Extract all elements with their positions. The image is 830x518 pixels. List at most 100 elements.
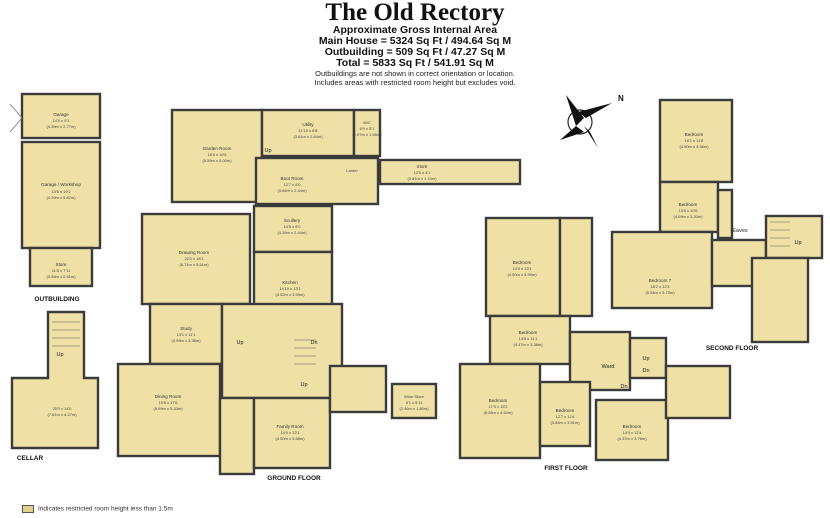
first-bath-right	[664, 364, 732, 420]
svg-text:14'4 x 12'4: 14'4 x 12'4	[622, 430, 642, 435]
svg-text:(4.50m x 3.99m): (4.50m x 3.99m)	[507, 272, 537, 277]
first-bedroom-top	[484, 216, 562, 318]
svg-text:Dn: Dn	[310, 340, 317, 346]
svg-text:18'4 x 16'5: 18'4 x 16'5	[207, 152, 227, 157]
first-landing-top	[558, 216, 594, 318]
svg-text:(3.61m x 2.64m): (3.61m x 2.64m)	[293, 134, 323, 139]
first-bedroom-mid-label: Bedroom	[519, 330, 538, 335]
compass-rose: N	[560, 94, 624, 148]
svg-text:14'9 x 12'1: 14'9 x 12'1	[280, 430, 300, 435]
dining-room	[116, 362, 222, 458]
second-floor-plan: Bedroom 16'1 x 11'8 (4.90m x 3.56m) Bedr…	[610, 98, 824, 352]
page-title: The Old Rectory	[325, 0, 505, 26]
second-stair-area	[764, 214, 824, 260]
dining-room-label: Dining Room	[155, 394, 182, 399]
garden-room	[170, 108, 264, 204]
first-bath	[628, 336, 668, 380]
ground-floor-label: GROUND FLOOR	[267, 475, 321, 482]
svg-text:(7.61m x 4.27m): (7.61m x 4.27m)	[47, 412, 77, 417]
utility-label: Utility	[302, 122, 314, 127]
cellar-room	[10, 310, 100, 450]
garden-room-label: Garden Room	[203, 146, 232, 151]
svg-text:(5.26m x 4.62m): (5.26m x 4.62m)	[483, 410, 513, 415]
restricted-height-swatch	[22, 505, 34, 513]
svg-text:14'5 x 9'1: 14'5 x 9'1	[53, 118, 71, 123]
svg-text:(2.46m x 1.80m): (2.46m x 1.80m)	[399, 406, 429, 411]
compass-north-label: N	[618, 94, 624, 103]
svg-text:17'3 x 15'2: 17'3 x 15'2	[488, 404, 508, 409]
first-floor-label: FIRST FLOOR	[544, 465, 588, 472]
svg-text:6'9 x 5'1: 6'9 x 5'1	[360, 126, 375, 131]
drawing-room	[140, 212, 252, 306]
svg-text:Dn: Dn	[620, 384, 627, 390]
svg-text:Up: Up	[264, 148, 271, 154]
family-room-label: Family Room	[276, 424, 303, 429]
entrance-hall	[218, 396, 256, 476]
ground-store-room	[378, 158, 522, 186]
svg-text:Ward: Ward	[602, 364, 615, 370]
scullery-label: Scullery	[284, 218, 301, 223]
first-bedroom-right-label: Bedroom	[623, 424, 642, 429]
garage-room	[20, 92, 102, 140]
svg-text:Up: Up	[794, 240, 801, 246]
svg-text:12'7 x 11'6: 12'7 x 11'6	[556, 414, 576, 419]
svg-text:12'6 x 4'1: 12'6 x 4'1	[414, 170, 432, 175]
first-bedroom-left-label: Bedroom	[489, 398, 508, 403]
svg-text:18'2 x 12'3: 18'2 x 12'3	[650, 284, 670, 289]
svg-text:Dn: Dn	[642, 368, 649, 374]
svg-text:(4.37m x 3.76m): (4.37m x 3.76m)	[617, 436, 647, 441]
second-bedroom-mid	[658, 180, 720, 234]
second-bedroom-mid-label: Bedroom	[679, 202, 698, 207]
first-bedroom-center-label: Bedroom	[556, 408, 575, 413]
area-subtitle: Approximate Gross Internal Area	[332, 24, 498, 36]
svg-text:25'0 x 14'0: 25'0 x 14'0	[52, 406, 72, 411]
svg-text:Eaves: Eaves	[732, 228, 748, 234]
wc-room	[352, 108, 382, 158]
second-bath	[750, 256, 810, 344]
main-house-area: Main House = 5324 Sq Ft / 494.64 Sq M	[318, 35, 512, 47]
boot-room	[254, 156, 380, 206]
svg-text:(6.71m x 5.51m): (6.71m x 5.51m)	[179, 262, 209, 267]
svg-text:Up: Up	[642, 356, 649, 362]
svg-text:(4.09m x 3.20m): (4.09m x 3.20m)	[673, 214, 703, 219]
svg-text:(4.50m x 3.68m): (4.50m x 3.68m)	[275, 436, 305, 441]
first-floor-plan: Bedroom 14'9 x 13'1 (4.50m x 3.99m) Bedr…	[458, 216, 732, 472]
svg-text:(4.52m x 3.99m): (4.52m x 3.99m)	[275, 292, 305, 297]
scullery-room	[252, 204, 334, 254]
svg-text:Up: Up	[300, 382, 307, 388]
garage-workshop-room	[20, 140, 102, 250]
second-cupboard	[716, 188, 734, 240]
ground-hall	[220, 302, 344, 400]
orientation-note: Outbuildings are not shown in correct or…	[315, 69, 515, 78]
second-floor-label: SECOND FLOOR	[706, 345, 759, 352]
svg-text:(4.90m x 3.56m): (4.90m x 3.56m)	[679, 144, 709, 149]
svg-text:11'8 x 7'11: 11'8 x 7'11	[52, 268, 71, 273]
second-bedroom-top-label: Bedroom	[685, 132, 704, 137]
wine-store-room	[390, 382, 438, 420]
svg-text:(4.39m x 5.82m): (4.39m x 5.82m)	[46, 195, 76, 200]
ground-store-label: Store	[417, 164, 428, 169]
outbuilding-plan: Garage 14'5 x 9'1 (4.39m x 2.77m) Garage…	[9, 92, 102, 303]
svg-text:19'8 x 17'6: 19'8 x 17'6	[158, 400, 178, 405]
second-bedroom-7	[610, 230, 714, 310]
utility-room	[260, 108, 356, 158]
svg-text:11'10 x 8'8: 11'10 x 8'8	[299, 128, 319, 133]
cellar-floor-label: CELLAR	[17, 455, 44, 462]
svg-text:12'7 x 8'0: 12'7 x 8'0	[284, 182, 302, 187]
second-bedroom-7-label: Bedroom 7	[649, 278, 672, 283]
cellar-up-tag: Up	[56, 352, 63, 358]
first-bedroom-center	[538, 380, 592, 448]
svg-text:(4.39m x 2.44m): (4.39m x 2.44m)	[277, 230, 307, 235]
svg-text:16'1 x 11'8: 16'1 x 11'8	[685, 138, 705, 143]
svg-text:(3.84m x 3.51m): (3.84m x 3.51m)	[550, 420, 580, 425]
garage-workshop-label: Garage / Workshop	[41, 182, 81, 187]
legend: Indicates restricted room height less th…	[22, 505, 173, 513]
svg-text:(4.47m x 3.38m): (4.47m x 3.38m)	[513, 342, 543, 347]
outbuilding-store-label: Store	[56, 262, 67, 267]
wine-store-label: Wine Store	[404, 394, 425, 399]
cellar-plan: Up 25'0 x 14'0 (7.61m x 4.27m) CELLAR	[10, 310, 100, 462]
svg-text:(2.07m x 1.55m): (2.07m x 1.55m)	[352, 132, 382, 137]
outbuilding-floor-label: OUTBUILDING	[34, 296, 79, 303]
svg-text:14'10 x 13'1: 14'10 x 13'1	[279, 286, 301, 291]
